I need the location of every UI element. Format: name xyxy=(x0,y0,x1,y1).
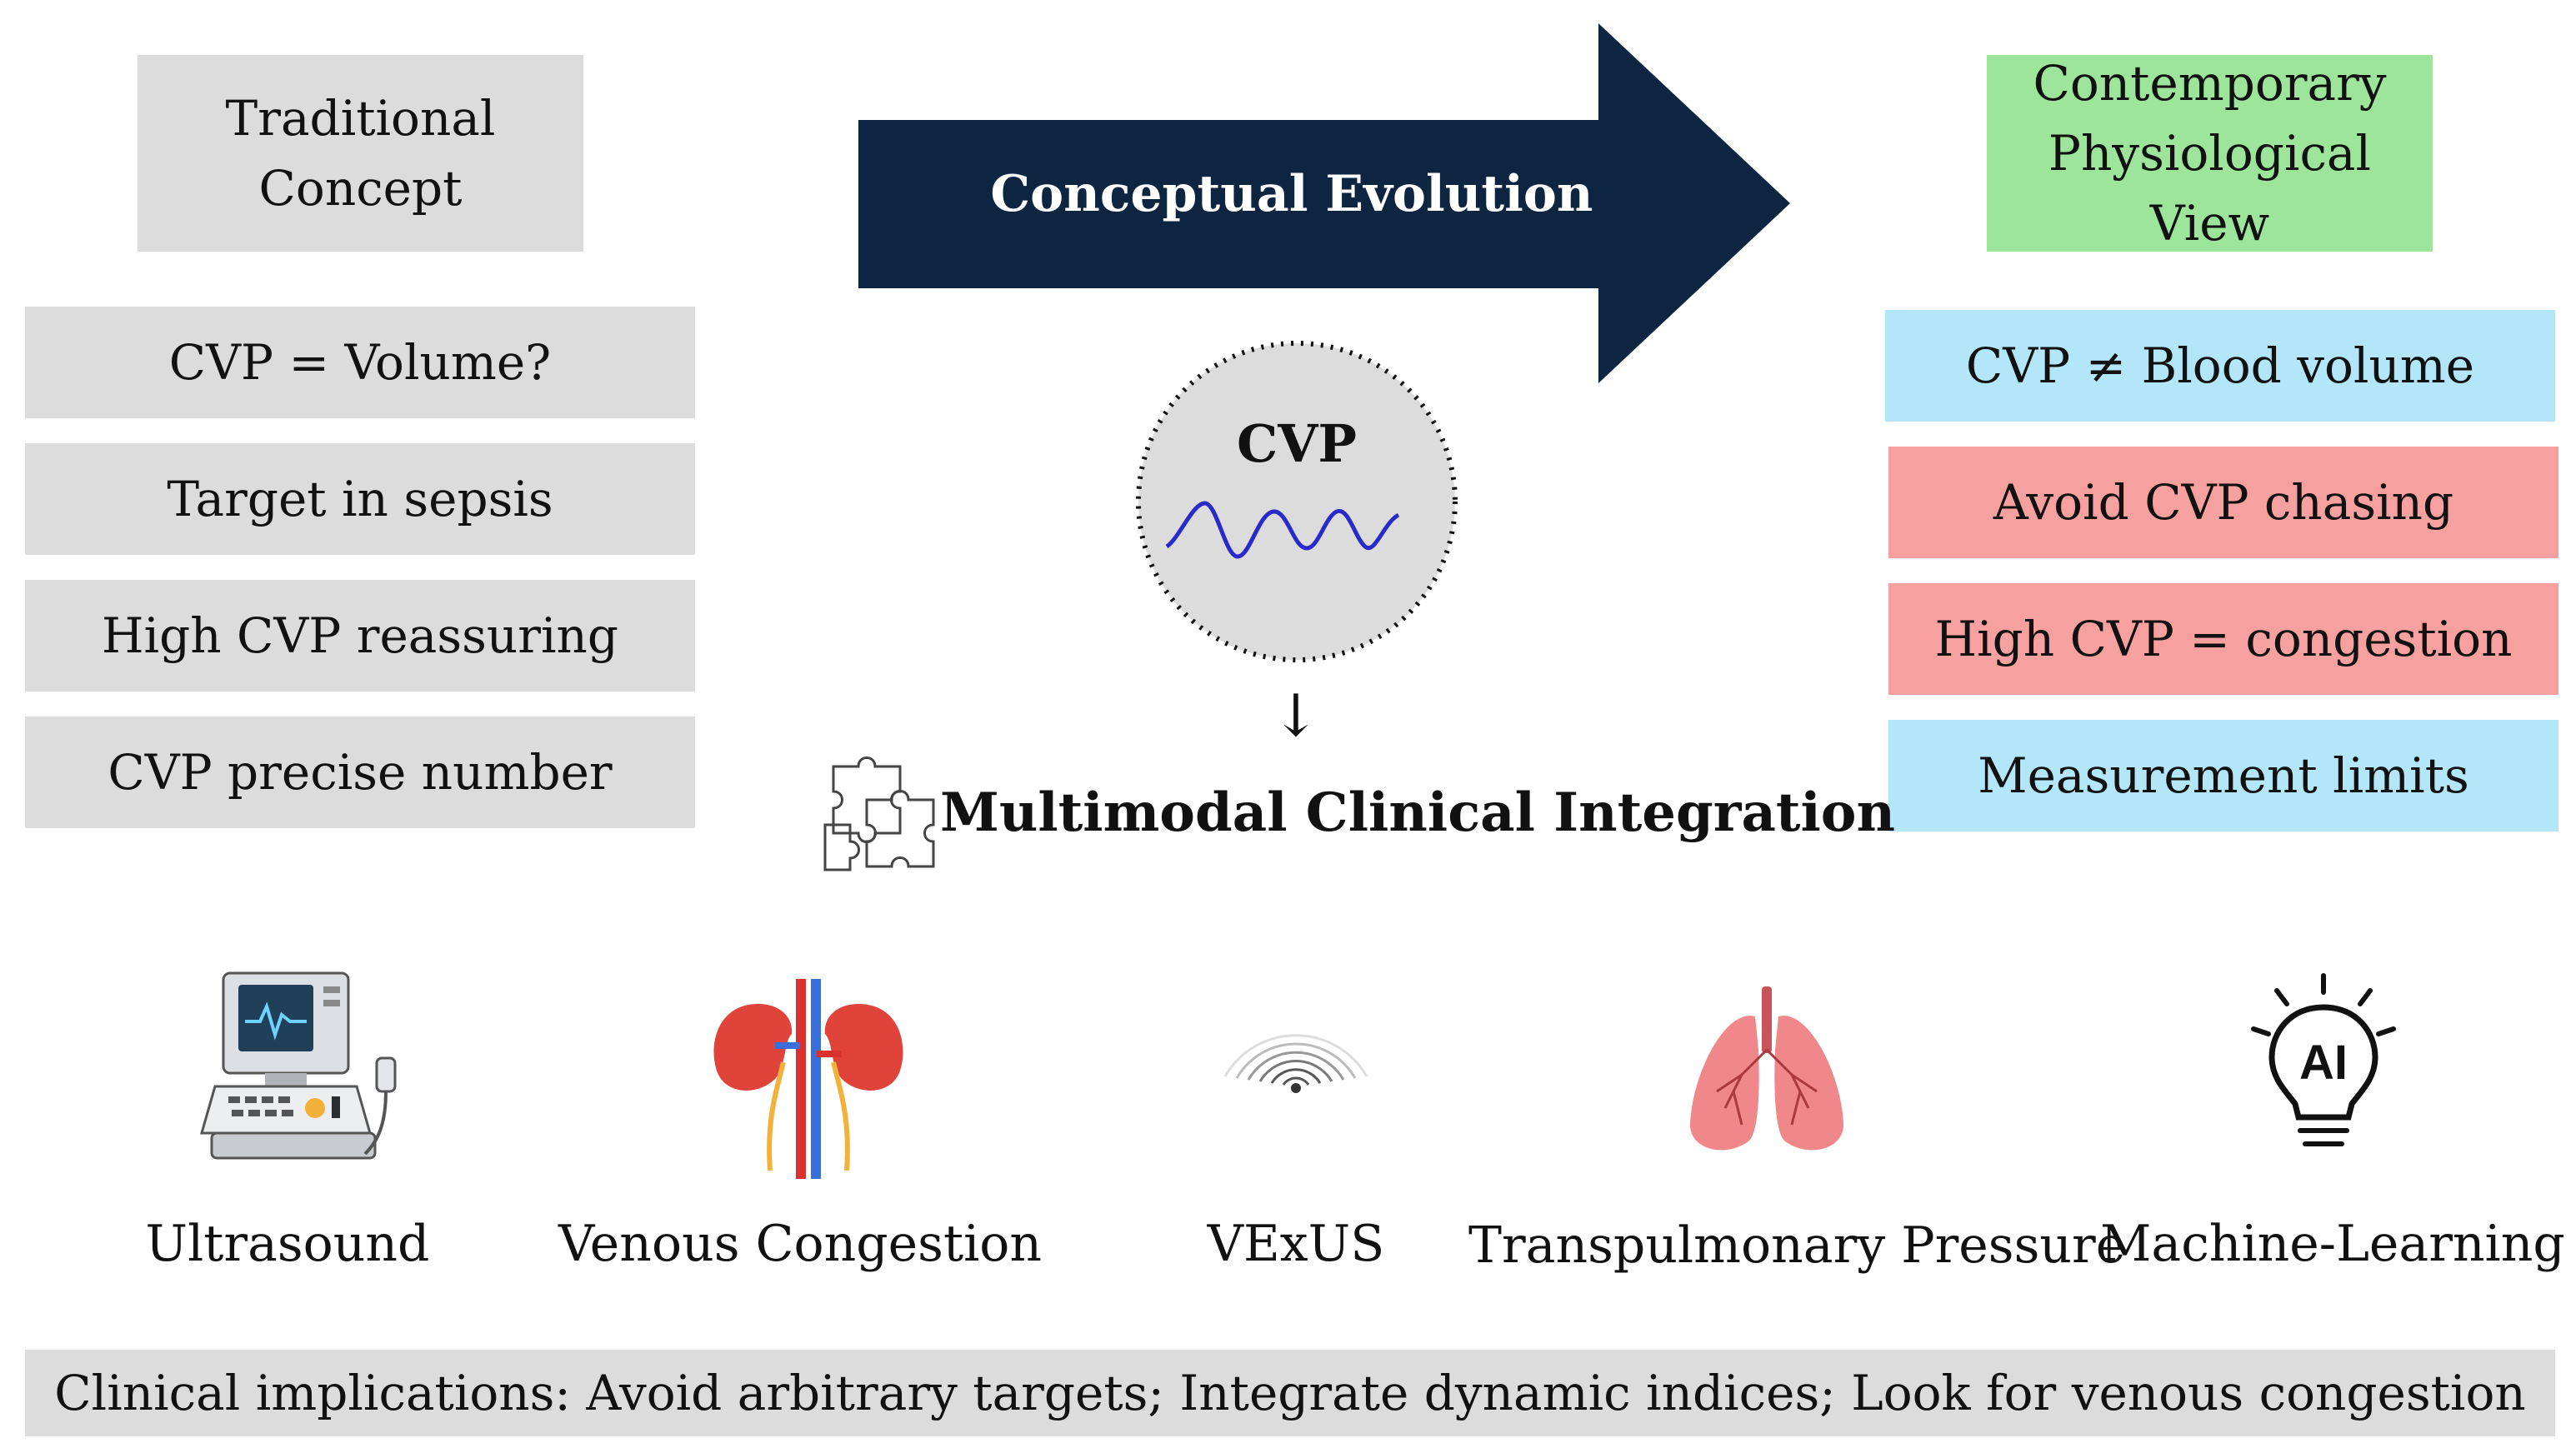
contemporary-view-header: Contemporary Physiological View xyxy=(1987,55,2433,252)
traditional-item-2: Target in sepsis xyxy=(25,443,695,555)
conceptual-evolution-label: Conceptual Evolution xyxy=(990,165,1593,223)
modality-label-machine-learning: Machine-Learning xyxy=(2100,1215,2565,1273)
modality-label-transpulmonary-pressure: Transpulmonary Pressure xyxy=(1468,1216,2126,1275)
cvp-circle-shape xyxy=(1136,341,1458,662)
clinical-implications-bar: Clinical implications: Avoid arbitrary t… xyxy=(25,1350,2555,1436)
cvp-circle xyxy=(1136,341,1458,662)
modality-label-venous-congestion: Venous Congestion xyxy=(558,1215,1043,1273)
modality-label-ultrasound: Ultrasound xyxy=(145,1215,430,1273)
traditional-concept-header: Traditional Concept xyxy=(138,55,583,252)
down-arrow: ↓ xyxy=(1271,682,1321,750)
arrow-shape xyxy=(858,23,1790,383)
traditional-item-4: CVP precise number xyxy=(25,717,695,828)
cvp-waveform xyxy=(1165,501,1400,559)
contemporary-item-4: Measurement limits xyxy=(1888,720,2558,831)
ultrasound-wave-icon xyxy=(1223,1034,1368,1093)
ai-lightbulb-icon: AI xyxy=(2251,973,2396,1146)
multimodal-integration-label: Multimodal Clinical Integration xyxy=(940,781,1895,844)
kidneys-icon xyxy=(713,979,903,1179)
conceptual-evolution-arrow xyxy=(858,23,1790,383)
contemporary-item-1: CVP ≠ Blood volume xyxy=(1885,310,2555,422)
traditional-item-3: High CVP reassuring xyxy=(25,580,695,692)
modality-label-vexus: VExUS xyxy=(1207,1215,1385,1273)
ultrasound-machine-icon xyxy=(200,971,397,1160)
traditional-item-1: CVP = Volume? xyxy=(25,307,695,418)
cvp-label: CVP xyxy=(1236,413,1358,474)
puzzle-icon xyxy=(823,756,935,871)
contemporary-item-2: Avoid CVP chasing xyxy=(1888,447,2558,558)
contemporary-item-3: High CVP = congestion xyxy=(1888,583,2558,695)
svg-text:AI: AI xyxy=(2299,1036,2348,1090)
lungs-icon xyxy=(1690,986,1843,1151)
